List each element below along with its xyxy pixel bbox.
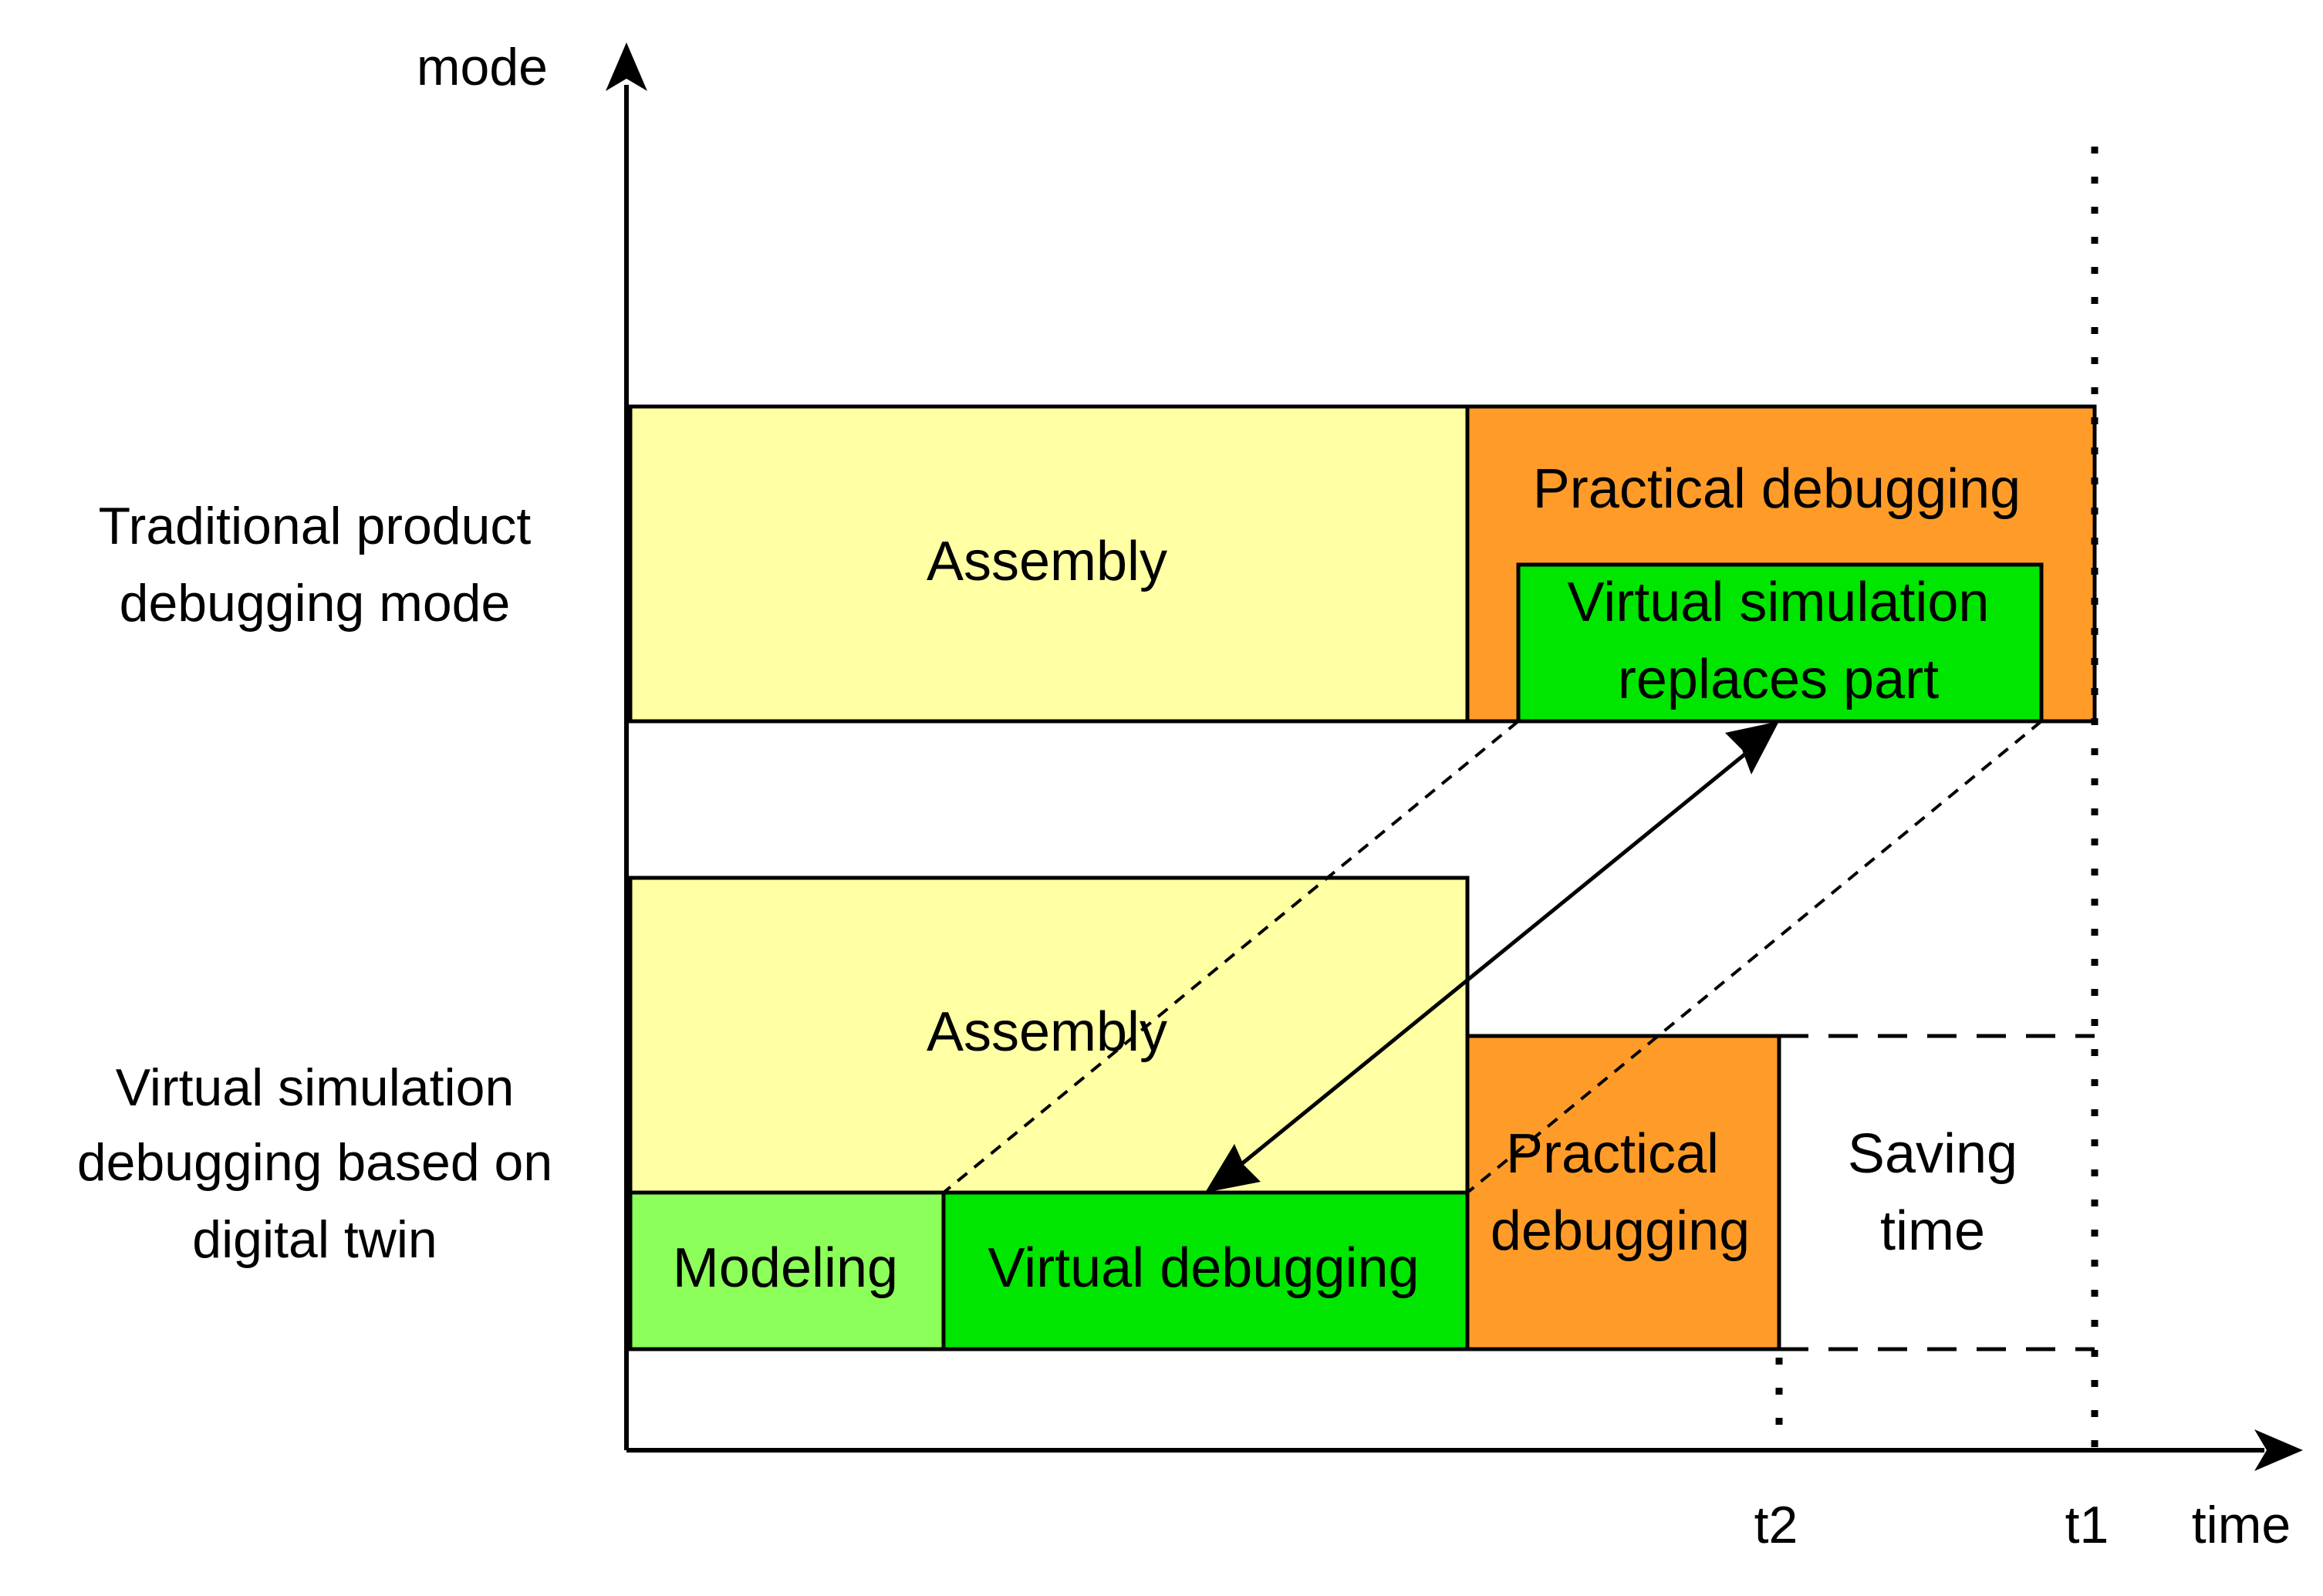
virtual-practical-debugging-block xyxy=(1465,1034,1781,1351)
projection-dashed-right xyxy=(1466,720,2043,1194)
y-axis-arrowhead xyxy=(606,42,647,91)
row-label-traditional: Traditional product debugging mode xyxy=(99,497,532,633)
traditional-practical-debugging-label: Practical debugging xyxy=(1533,458,2021,520)
correspondence-arrow-head-top xyxy=(1725,721,1779,774)
projection-dashed-left xyxy=(942,720,1520,1194)
x-axis-label: time xyxy=(2192,1496,2291,1554)
saving-time-label-line1: Saving xyxy=(1848,1123,2017,1185)
row-label-virtual-line1: Virtual simulation xyxy=(116,1058,515,1117)
saving-time-region xyxy=(1779,1034,2095,1351)
virtual-assembly-label: Assembly xyxy=(927,1001,1167,1063)
row-label-virtual: Virtual simulation debugging based on di… xyxy=(77,1058,552,1269)
virtual-assembly-block xyxy=(628,876,1470,1195)
virtual-practical-debugging-label-line1: Practical xyxy=(1506,1123,1719,1185)
x-axis-arrowhead xyxy=(2254,1429,2303,1471)
row-label-virtual-line2: debugging based on xyxy=(77,1133,552,1192)
replaces-part-label-line2: replaces part xyxy=(1618,649,1939,710)
virtual-simulation-replaces-part-block xyxy=(1516,562,2044,724)
modeling-label: Modeling xyxy=(673,1237,898,1299)
correspondence-arrow-head-bottom xyxy=(1205,1144,1261,1193)
traditional-assembly-label: Assembly xyxy=(927,531,1167,592)
virtual-debugging-label: Virtual debugging xyxy=(988,1237,1419,1299)
traditional-assembly-block xyxy=(628,404,1470,724)
row-label-traditional-line2: debugging mode xyxy=(120,574,511,633)
replaces-part-label-line1: Virtual simulation xyxy=(1568,572,1990,633)
row-label-virtual-line3: digital twin xyxy=(192,1210,437,1269)
modeling-block xyxy=(628,1190,946,1351)
virtual-debugging-block xyxy=(941,1190,1470,1351)
saving-time-label-line2: time xyxy=(1880,1200,1985,1262)
virtual-practical-debugging-label-line2: debugging xyxy=(1491,1200,1750,1262)
row-label-traditional-line1: Traditional product xyxy=(99,497,532,555)
tick-label-t1: t1 xyxy=(2065,1496,2109,1554)
y-axis-label: mode xyxy=(417,38,548,96)
tick-label-t2: t2 xyxy=(1754,1496,1798,1554)
correspondence-arrow-shaft xyxy=(1239,751,1749,1166)
